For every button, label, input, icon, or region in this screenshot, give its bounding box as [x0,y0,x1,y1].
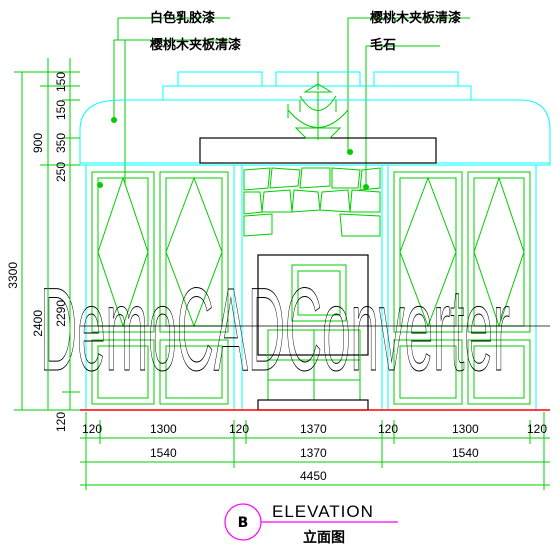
dim-v-3300: 3300 [6,262,20,289]
material-labels: 白色乳胶漆 樱桃木夹板清漆 樱桃木夹板清漆 毛石 [97,10,470,190]
vertical-dimension-labels: 150 150 350 250 900 2290 120 2400 3300 [6,72,68,432]
dim-v-250: 250 [54,162,68,182]
dim-h-1540-a: 1540 [150,446,177,460]
dim-h-120-b: 120 [229,422,249,436]
title-block: B ELEVATION 立面图 [224,502,398,546]
dim-v-150-top: 150 [54,72,68,92]
dim-h-1370-b: 1370 [300,446,327,460]
watermark-text: DemoCADConverter [40,264,510,396]
dim-h-120-d: 120 [527,422,547,436]
dim-h-1540-b: 1540 [452,446,479,460]
dim-v-150: 150 [54,100,68,120]
dim-h-1300-b: 1300 [452,422,479,436]
horizontal-dimensions [80,412,550,490]
elevation-subtitle: 立面图 [303,529,345,546]
label-rubble-stone: 毛石 [370,37,396,53]
vertical-dimensions [14,58,80,411]
dim-v-120: 120 [54,412,68,432]
horizontal-dimension-labels: 120 1300 120 1370 120 1300 120 1540 1370… [82,422,547,483]
dim-v-2400: 2400 [31,310,45,337]
elevation-title: ELEVATION [272,502,374,521]
dim-h-1370-a: 1370 [300,422,327,436]
label-white-latex-paint: 白色乳胶漆 [150,10,215,26]
view-marker-letter: B [238,515,249,531]
label-cherry-veneer-left: 樱桃木夹板清漆 [150,37,241,53]
dim-v-2290: 2290 [54,300,68,327]
dim-h-1300-a: 1300 [150,422,177,436]
chandelier-icon [287,72,349,140]
dim-h-120-a: 120 [82,422,102,436]
label-cherry-veneer-right: 樱桃木夹板清漆 [370,10,461,26]
dim-h-total: 4450 [300,469,327,483]
dim-v-900: 900 [31,133,45,153]
dim-h-120-c: 120 [378,422,398,436]
dim-v-350: 350 [54,133,68,153]
